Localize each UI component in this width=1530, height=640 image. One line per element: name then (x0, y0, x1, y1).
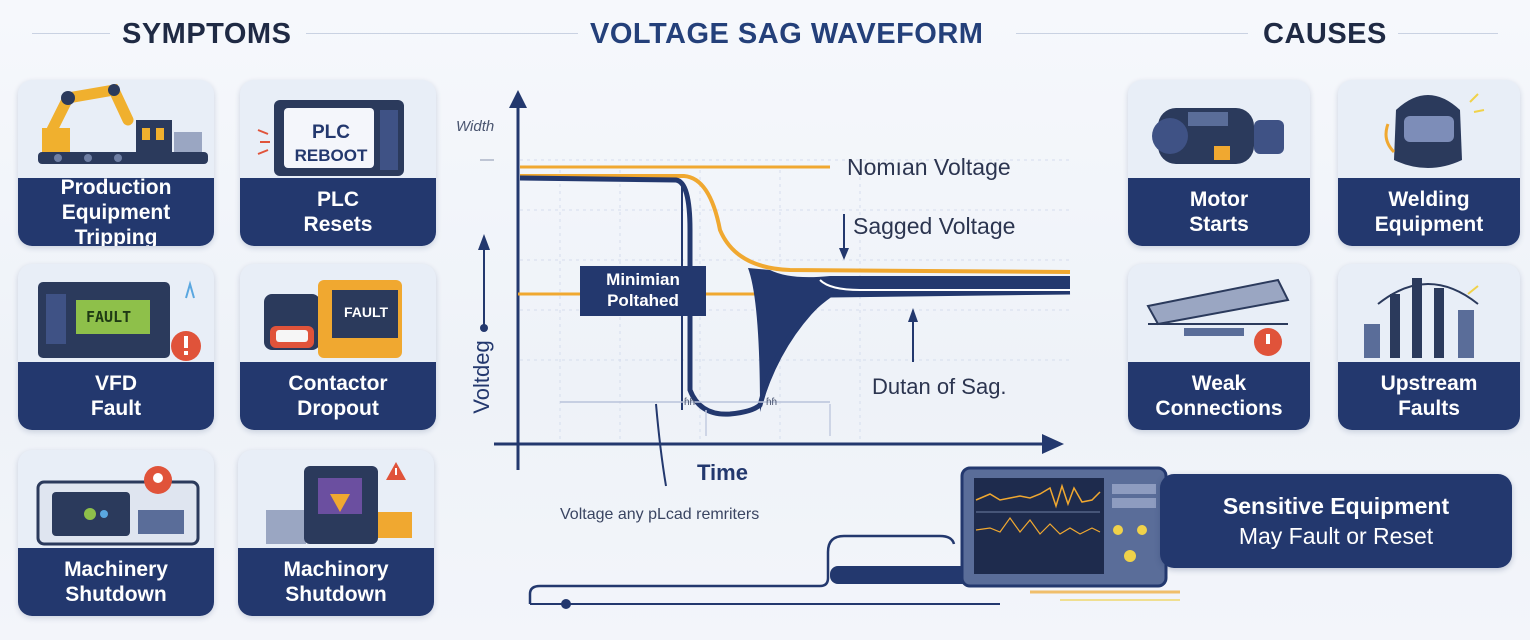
minimum-label-line-2: Poltahed (607, 291, 679, 310)
symptom-line-2: Resets (303, 213, 373, 236)
symptom-card-machinery-shutdown-1[interactable]: Machinery Shutdown (18, 450, 214, 616)
symptom-line-1: Machinery (64, 558, 168, 581)
symptom-label: Machinery Shutdown (18, 548, 214, 616)
cause-line-1: Motor (1189, 188, 1249, 211)
symptom-line-1: Contactor (288, 372, 388, 395)
cause-line-1: Upstream (1380, 372, 1478, 395)
symptom-card-plc-resets[interactable]: PLC REBOOT PLC Resets (240, 80, 436, 246)
footnote-pointer (655, 403, 667, 487)
sagged-trace-orange (520, 174, 1071, 274)
nominal-voltage-label: Nomıan Voltage (847, 154, 1011, 180)
cause-line-2: Equipment (1374, 213, 1484, 236)
sagged-voltage-label: Sagged Voltage (853, 213, 1016, 239)
plc-screen-bottom: REBOOT (294, 146, 368, 165)
banner-line-2: May Fault or Reset (1238, 523, 1434, 549)
symptom-card-vfd-fault[interactable]: FAULT VFD Fault (18, 264, 214, 430)
minimum-box (580, 266, 706, 316)
minimum-label-line-1: Minimian (606, 270, 680, 289)
robot-arm-icon (38, 83, 208, 164)
symptom-card-contactor-dropout[interactable]: FAULT Contactor Dropout (240, 264, 436, 430)
symptom-line-2: Shutdown (285, 583, 387, 606)
voltage-sag-waveform (478, 90, 1071, 487)
white-overlay (819, 279, 1070, 291)
contactor-icon (264, 280, 402, 358)
cause-line-2: Starts (1189, 213, 1249, 236)
cause-label: Weak Connections (1128, 362, 1310, 430)
symptom-card-machinery-shutdown-2[interactable]: Machinory Shutdown (238, 450, 434, 616)
plc-icon (257, 100, 404, 176)
welding-mask-icon (1384, 93, 1485, 168)
plc-screen-top: PLC (312, 122, 350, 143)
cause-card-weak-connections[interactable]: Weak Connections (1128, 264, 1310, 430)
cause-label: Welding Equipment (1338, 178, 1520, 246)
sag-area (748, 268, 1070, 412)
symptom-label: Production Equipment Tripping (18, 175, 214, 247)
sag-mark-2: ɦɦ (766, 397, 778, 408)
symptom-line-2: Shutdown (65, 583, 167, 606)
symptom-line-1: PLC (317, 188, 359, 211)
cause-line-2: Faults (1398, 397, 1460, 420)
x-axis-label: Time (697, 460, 748, 485)
symptom-card-production-tripping[interactable]: Production Equipment Tripping (18, 80, 214, 246)
header-rule-left-b (306, 33, 578, 34)
header-rule-right-a (1016, 33, 1248, 34)
cause-line-1: Weak (1191, 372, 1247, 395)
banner-line-1: Sensitive Equipment (1222, 493, 1450, 519)
vfd-screen-text: FAULT (86, 308, 132, 326)
industrial-machine-icon (266, 462, 412, 544)
y-axis-arrow (509, 90, 527, 108)
footnote-label: Voltage any pLcad remriters (560, 506, 760, 523)
header-rule-right-b (1398, 33, 1498, 34)
sensitive-equipment-banner: Sensitive Equipment May Fault or Reset (1160, 474, 1512, 568)
symptom-line-2: Dropout (297, 397, 379, 420)
cause-label: Motor Starts (1128, 178, 1310, 246)
page-title: VOLTAGE SAG WAVEFORM (590, 18, 984, 50)
symptom-label: VFD Fault (18, 362, 214, 430)
oscilloscope-illustration (528, 466, 1180, 609)
y-axis-label: Voltdeg (469, 340, 494, 414)
width-label: Width (456, 118, 495, 135)
cause-label: Upstream Faults (1338, 362, 1520, 430)
causes-heading: CAUSES (1263, 18, 1387, 50)
symptom-line-2: Fault (90, 397, 142, 420)
header-rule-left-a (32, 33, 110, 34)
probe-cable (528, 534, 956, 604)
cnc-machine-icon (36, 466, 200, 546)
symptom-label: Contactor Dropout (240, 362, 436, 430)
cause-card-upstream-faults[interactable]: Upstream Faults (1338, 264, 1520, 430)
symptom-line-2: Equipment Tripping (61, 200, 171, 247)
symptom-line-1: VFD (95, 372, 137, 395)
main-trace-navy (519, 175, 1071, 417)
cable-connection-icon (1146, 278, 1290, 356)
cause-card-welding-equipment[interactable]: Welding Equipment (1338, 80, 1520, 246)
symptom-line-1: Production (60, 175, 172, 199)
cause-card-motor-starts[interactable]: Motor Starts (1128, 80, 1310, 246)
symptoms-heading: SYMPTOMS (122, 18, 292, 50)
cause-line-1: Welding (1388, 188, 1470, 211)
cause-line-2: Connections (1155, 397, 1283, 420)
duration-label: Dutan of Sag. (872, 374, 1007, 399)
x-axis-arrow (1042, 434, 1064, 454)
power-tower-icon (1364, 278, 1479, 358)
contactor-screen-text: FAULT (343, 304, 389, 320)
motor-icon (1152, 108, 1284, 164)
sag-mark-1: ɦɦ (684, 397, 696, 408)
symptom-line-1: Machinory (283, 558, 389, 581)
symptom-label: PLC Resets (240, 178, 436, 246)
vfd-icon (38, 280, 201, 361)
symptom-label: Machinory Shutdown (238, 548, 434, 616)
